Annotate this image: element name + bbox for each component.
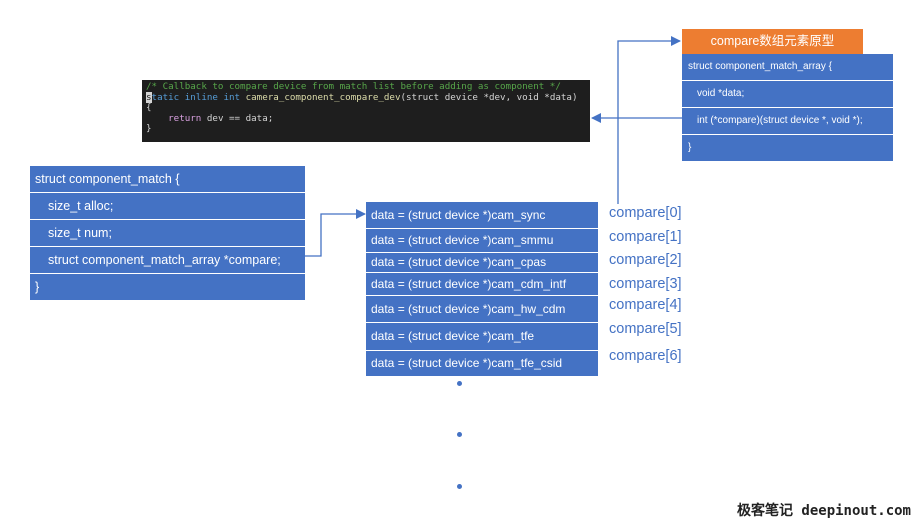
array-struct-close-row: } [682, 135, 893, 161]
watermark: 极客笔记 deepinout.com [736, 503, 911, 519]
ellipsis-dot [457, 432, 462, 437]
compare-index-label-4: compare[4] [609, 297, 682, 313]
component-match-array-struct: struct component_match_array { void *dat… [682, 54, 893, 161]
compare-index-label-5: compare[5] [609, 321, 682, 337]
prototype-link-arrow [617, 36, 681, 204]
code-comment: /* Callback to compare device from match… [146, 81, 561, 92]
array-struct-header-row: struct component_match_array { [682, 54, 893, 81]
struct-close-row: } [30, 274, 305, 300]
ellipsis-dot [457, 484, 462, 489]
code-return-expr: dev == data; [201, 112, 274, 124]
code-keywords: tatic inline int [151, 91, 246, 103]
compare-entry-1: data = (struct device *)cam_smmu [366, 229, 598, 253]
ellipsis-dot [457, 381, 462, 386]
compare-entry-5: data = (struct device *)cam_tfe [366, 323, 598, 351]
compare-entry-4: data = (struct device *)cam_hw_cdm [366, 296, 598, 323]
compare-index-label-6: compare[6] [609, 348, 682, 364]
struct-field-num: size_t num; [30, 220, 305, 247]
compare-entry-6: data = (struct device *)cam_tfe_csid [366, 351, 598, 376]
struct-header-row: struct component_match { [30, 166, 305, 193]
array-field-compare-fn: int (*compare)(struct device *, void *); [682, 108, 893, 135]
compare-array: data = (struct device *)cam_sync data = … [366, 202, 598, 376]
compare-index-label-0: compare[0] [609, 205, 682, 221]
compare-pointer-arrow [305, 209, 366, 257]
compare-index-label-2: compare[2] [609, 252, 682, 268]
component-match-struct: struct component_match { size_t alloc; s… [30, 166, 305, 300]
code-params: (struct device *dev, void *data) [400, 91, 578, 103]
compare-index-label-3: compare[3] [609, 276, 682, 292]
compare-entry-2: data = (struct device *)cam_cpas [366, 253, 598, 273]
compare-entry-0: data = (struct device *)cam_sync [366, 202, 598, 229]
code-close-brace: } [146, 123, 152, 134]
code-return-keyword: return [168, 112, 202, 124]
struct-field-compare: struct component_match_array *compare; [30, 247, 305, 274]
compare-entry-3: data = (struct device *)cam_cdm_intf [366, 273, 598, 296]
struct-field-alloc: size_t alloc; [30, 193, 305, 220]
code-snippet: /* Callback to compare device from match… [142, 80, 590, 142]
code-cursor: s [146, 91, 152, 103]
array-field-data: void *data; [682, 81, 893, 108]
code-open-brace: { [146, 102, 152, 113]
compare-index-label-1: compare[1] [609, 229, 682, 245]
code-function-name: camera_component_compare_dev [245, 91, 401, 103]
prototype-header: compare数组元素原型 [682, 29, 863, 54]
